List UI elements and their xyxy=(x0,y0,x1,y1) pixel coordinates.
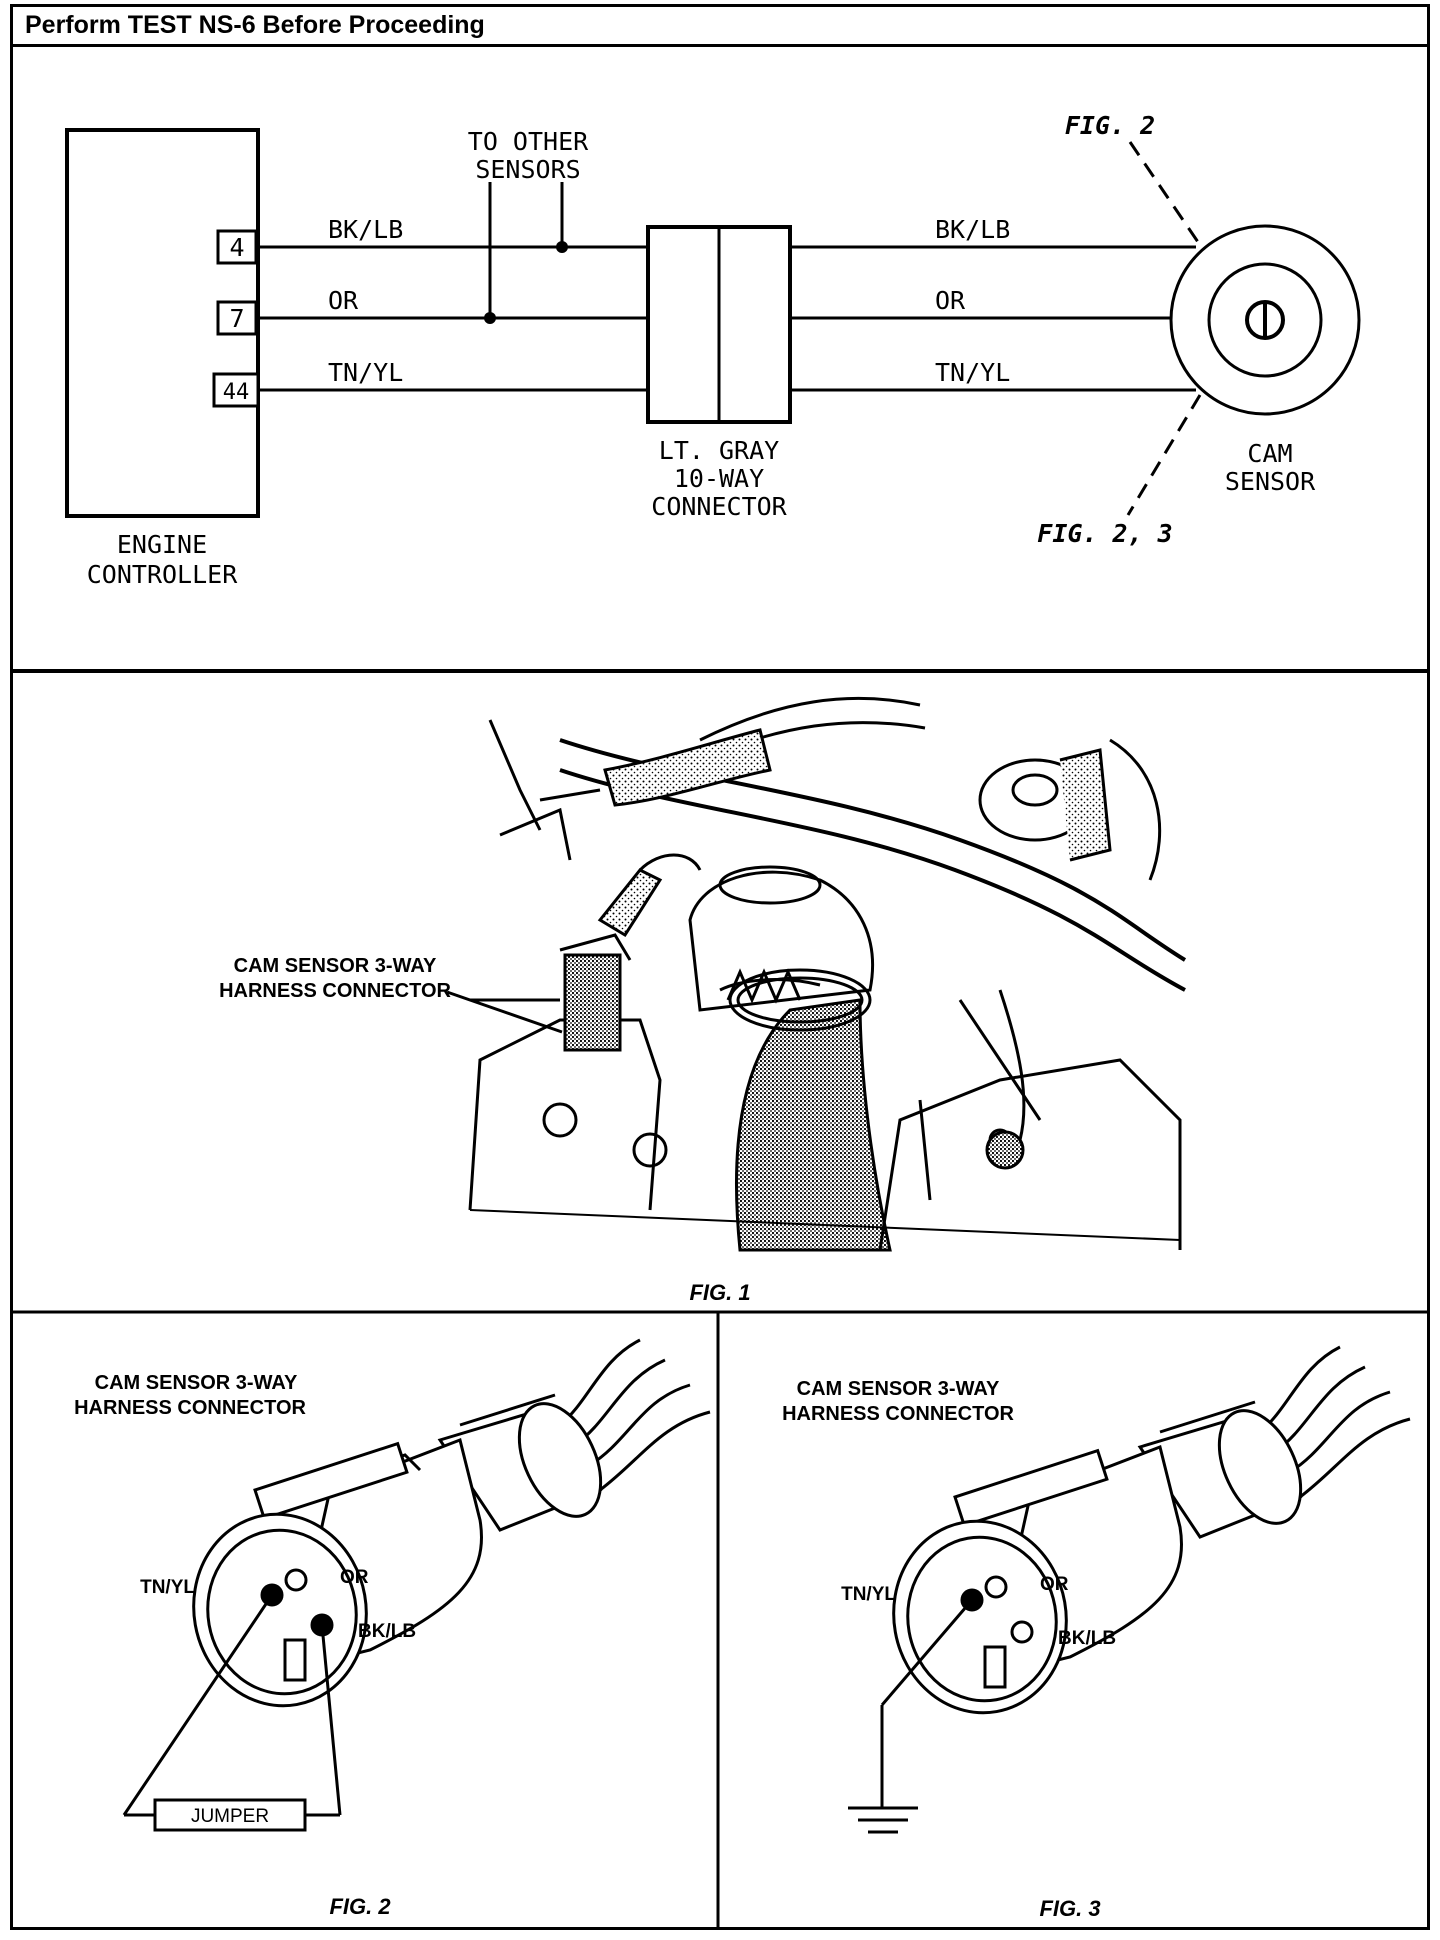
pin-label-7: 7 xyxy=(229,304,244,333)
cam-sensor-label-1: CAM xyxy=(1247,439,1292,468)
wire-label-or-right: OR xyxy=(935,286,966,315)
fig3-pin-label-tn: TN/YL xyxy=(841,1584,896,1605)
fig2-caption: FIG. 2 xyxy=(329,1894,391,1919)
splice-dot-bklb xyxy=(556,241,568,253)
connector-label-2: 10-WAY xyxy=(674,464,764,493)
fig2-jumper-box xyxy=(153,1798,307,1832)
fig2-connector-drawing xyxy=(192,1338,711,1708)
wire-label-tnyl-left: TN/YL xyxy=(328,358,403,387)
diagram-frame: Perform TEST NS-6 Before Proceeding xyxy=(10,4,1430,1930)
fig2-pin-label-bk: BK/LB xyxy=(358,1621,416,1642)
fig2-pin-label-tn: TN/YL xyxy=(140,1577,195,1598)
ref-line-top xyxy=(1128,141,1202,246)
fig1-callout-2: HARNESS CONNECTOR xyxy=(219,980,451,1002)
fig2-jumper-label: JUMPER xyxy=(191,1806,269,1827)
engine-controller-label-1: ENGINE xyxy=(117,530,207,559)
fig1-leader-line xyxy=(446,990,563,1034)
fig3-callout-2: HARNESS CONNECTOR xyxy=(782,1403,1014,1425)
fig3-caption: FIG. 3 xyxy=(1039,1896,1100,1921)
fig2-jumper-lead-right xyxy=(320,1624,342,1816)
header-title: Perform TEST NS-6 Before Proceeding xyxy=(25,11,485,39)
pin-label-4: 4 xyxy=(229,233,244,262)
wire-label-tnyl-right: TN/YL xyxy=(935,358,1010,387)
pin-box-7 xyxy=(216,300,258,336)
connector-label-1: LT. GRAY xyxy=(659,436,779,465)
fig3-pin-label-or: OR xyxy=(1040,1574,1069,1595)
wiring-schematic: ENGINE CONTROLLER 4 7 44 BK/LB OR TN/YL … xyxy=(65,111,1361,589)
other-sensors-label-2: SENSORS xyxy=(475,155,580,184)
ref-label-bottom: FIG. 2, 3 xyxy=(1037,519,1172,548)
splice-dot-or xyxy=(484,312,496,324)
fig3-pin-label-bk: BK/LB xyxy=(1058,1628,1116,1649)
fig1-callout-1: CAM SENSOR 3-WAY xyxy=(234,955,437,977)
ref-line-bottom xyxy=(1126,394,1202,516)
connector-label-3: CONNECTOR xyxy=(651,492,787,521)
fig3-callout-1: CAM SENSOR 3-WAY xyxy=(797,1378,1000,1400)
pin-label-44: 44 xyxy=(223,380,250,405)
header-bar: Perform TEST NS-6 Before Proceeding xyxy=(13,7,1427,47)
wire-label-bklb-left: BK/LB xyxy=(328,215,403,244)
cam-sensor-label-2: SENSOR xyxy=(1225,467,1316,496)
fig3-connector-drawing xyxy=(892,1345,1411,1715)
wire-label-bklb-right: BK/LB xyxy=(935,215,1010,244)
engine-controller-box xyxy=(65,128,260,518)
engine-bay-illustration xyxy=(468,696,1187,1252)
fig2-callout-1: CAM SENSOR 3-WAY xyxy=(95,1372,298,1394)
wire-label-or-left: OR xyxy=(328,286,359,315)
engine-controller-label-2: CONTROLLER xyxy=(87,560,238,589)
fig1-caption: FIG. 1 xyxy=(689,1280,750,1305)
fig2-pin-label-or: OR xyxy=(340,1567,369,1588)
ref-label-top: FIG. 2 xyxy=(1065,111,1155,140)
pin-box-4 xyxy=(216,229,258,265)
fig2-callout-2: HARNESS CONNECTOR xyxy=(74,1397,306,1419)
cam-sensor-inner xyxy=(1207,262,1323,378)
ground-symbol xyxy=(848,1599,974,1834)
other-sensors-label-1: TO OTHER xyxy=(468,127,589,156)
fig2-jumper-lead-left xyxy=(122,1594,274,1816)
